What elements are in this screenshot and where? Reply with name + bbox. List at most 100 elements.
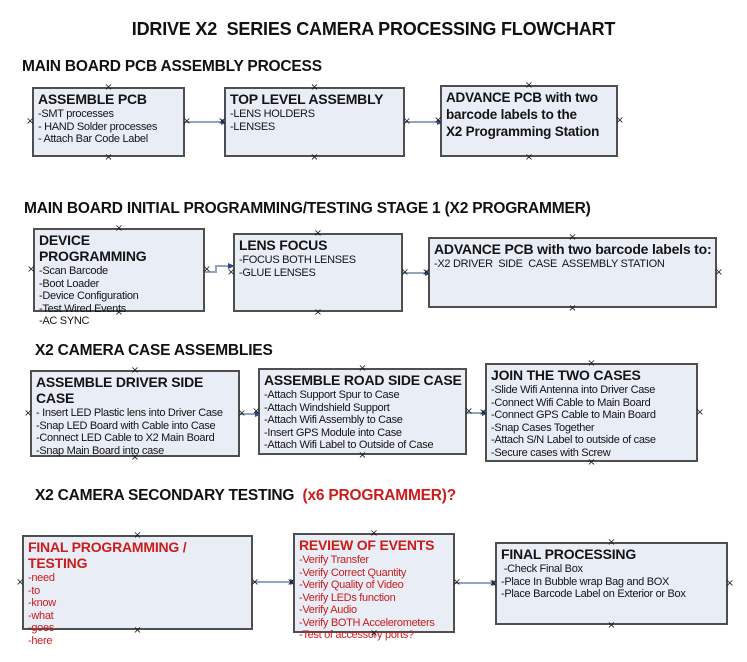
box-items: -FOCUS BOTH LENSES-GLUE LENSES [239,254,399,279]
box-advance-pcb-driver-station: ADVANCE PCB with two barcode labels to: … [422,233,723,314]
box-assemble-driver-side-case: ASSEMBLE DRIVER SIDE CASE - Insert LED P… [24,366,246,463]
connection-handle-icon: × [725,577,734,589]
connection-handle-icon: × [287,577,296,589]
box-device-programming: DEVICE PROGRAMMING -Scan Barcode-Boot Lo… [27,224,211,328]
connection-handle-icon: × [104,152,113,163]
box-item: -Attach Wifi Assembly to Case [264,414,403,426]
box-item: -Connect LED Cable to X2 Main Board [36,432,215,444]
connection-handle-icon: × [202,264,211,276]
connection-handle-icon: × [479,406,488,418]
box-top-level-assembly: TOP LEVEL ASSEMBLY -LENS HOLDERS-LENSES … [218,83,411,163]
box-item: - HAND Solder processes [38,120,158,133]
connection-handle-icon: × [252,405,261,417]
connection-handle-icon: × [250,576,259,588]
box-item: -Snap LED Board with Cable into Case [36,419,216,432]
box-item: -Attach Wifi Label to Outside of Case [264,439,434,451]
box-review-of-events: REVIEW OF EVENTS -Verify Transfer-Verify… [287,529,461,642]
box-item: -Test of accessory ports? [299,629,414,641]
box-title: ASSEMBLE ROAD SIDE CASE [264,372,462,388]
box-item: -Connect GPS Cable to Main Board [491,409,656,421]
box-item: -need [28,572,55,584]
box-item: -Verify Correct Quantity [299,566,407,579]
box-item: -Attach Support Spur to Case [264,389,400,401]
box-items: - Insert LED Plastic lens into Driver Ca… [36,407,236,457]
box-item: -Verify Audio [299,604,357,616]
box-item: -Snap Cases Together [491,421,595,434]
connection-handle-icon: × [422,266,431,278]
box-item: -Verify Quality of Video [299,579,404,591]
connection-handle-icon: × [434,115,443,127]
box-title: FINAL PROGRAMMING / TESTING [28,539,187,571]
connection-handle-icon: × [402,116,411,128]
connection-handle-icon: × [489,577,498,589]
box-title: REVIEW OF EVENTS [299,537,435,553]
connection-handle-icon: × [615,115,624,127]
box-item: -Attach S/N Label to outside of case [491,434,656,446]
connection-handle-icon: × [313,307,323,318]
box-items: -Check Final Box-Place In Bubble wrap Ba… [501,563,724,601]
connection-handle-icon: × [400,266,409,278]
box-assemble-road-side-case: ASSEMBLE ROAD SIDE CASE -Attach Support … [252,364,473,461]
box-item: -what [28,609,54,622]
box-item: -Verify BOTH Accelerometers [299,616,435,629]
box-item: -Check Final Box [501,563,583,575]
box-items: -X2 DRIVER SIDE CASE ASSEMBLY STATION [434,258,713,271]
connection-handle-icon: × [695,406,704,418]
box-title: TOP LEVEL ASSEMBLY [230,91,384,107]
connection-handle-icon: × [182,116,191,128]
connection-handle-icon: × [524,152,534,163]
connection-handle-icon: × [16,576,25,588]
connection-handle-icon: × [464,405,473,417]
box-item: -X2 DRIVER SIDE CASE ASSEMBLY STATION [434,258,665,270]
connection-handle-icon: × [310,152,319,163]
box-advance-pcb-programming-station: ADVANCE PCB with two barcode labels to t… [434,81,624,163]
box-title: ADVANCE PCB with two barcode labels to: [434,241,712,257]
box-items: -LENS HOLDERS-LENSES [230,108,401,133]
box-title: FINAL PROCESSING [501,546,637,562]
box-item: -Test Wired Events [39,302,126,315]
box-title: LENS FOCUS [239,237,328,253]
box-item: -goes [28,622,55,634]
box-item: -Slide Wifi Antenna into Driver Case [491,384,656,396]
box-item: -know [28,597,56,609]
box-item: -Snap Main Board into case [36,444,164,457]
box-title: ASSEMBLE DRIVER SIDE CASE [36,374,204,406]
page-title: IDRIVE X2 SERIES CAMERA PROCESSING FLOWC… [131,19,616,39]
box-item: -Scan Barcode [39,265,108,277]
box-items: -Attach Support Spur to Case-Attach Wind… [264,389,463,452]
box-item: -FOCUS BOTH LENSES [239,254,356,266]
box-item: -AC SYNC [39,315,90,327]
box-item: -Verify Transfer [299,554,369,566]
box-item: -to [28,584,40,597]
box-item: -Secure cases with Screw [491,446,611,459]
section-heading-programmer-question: (x6 PROGRAMMER)? [302,487,457,504]
box-items: -Verify Transfer-Verify Correct Quantity… [299,554,451,642]
box-title: ASSEMBLE PCB [38,91,147,107]
section-heading-case-assemblies: X2 CAMERA CASE ASSEMBLIES [35,342,273,359]
box-item: -LENS HOLDERS [230,108,315,120]
box-item: -here [28,634,53,647]
box-item: -Place In Bubble wrap Bag and BOX [501,575,670,588]
box-join-the-two-cases: JOIN THE TWO CASES -Slide Wifi Antenna i… [479,359,704,468]
box-assemble-pcb: ASSEMBLE PCB -SMT processes- HAND Solder… [26,83,191,163]
box-item: -Place Barcode Label on Exterior or Box [501,588,686,600]
box-item: - Attach Bar Code Label [38,133,148,145]
connection-handle-icon: × [714,266,723,278]
box-title: DEVICE PROGRAMMING [39,232,147,264]
box-item: -SMT processes [38,108,114,120]
connection-handle-icon: × [218,116,227,128]
connection-handle-icon: × [26,116,35,128]
box-item: - Insert LED Plastic lens into Driver Ca… [36,407,223,419]
section-heading-secondary-testing: X2 CAMERA SECONDARY TESTING (x6 PROGRAMM… [35,487,456,505]
box-items: -need-to-know-what-goes-here [28,572,249,647]
box-item: -GLUE LENSES [239,266,316,279]
section-heading-secondary-testing-text: X2 CAMERA SECONDARY TESTING [35,487,303,504]
box-item: -Verify LEDs function [299,591,396,604]
box-item: -Connect Wifi Cable to Main Board [491,396,651,409]
box-title: ADVANCE PCB with two barcode labels to t… [446,90,600,139]
connection-handle-icon: × [452,577,461,589]
box-item: -Attach Windshield Support [264,401,390,414]
flow-arrow-device-to-lensfocus [205,263,235,273]
box-lens-focus: LENS FOCUS -FOCUS BOTH LENSES-GLUE LENSE… [227,229,409,318]
